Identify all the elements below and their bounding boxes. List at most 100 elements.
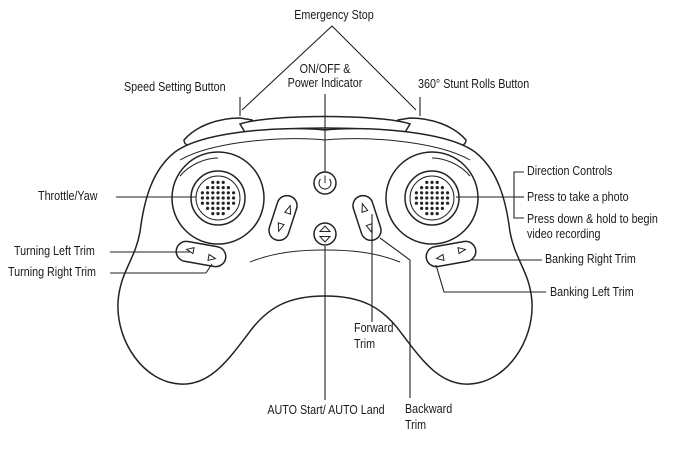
grip-dot <box>425 201 429 205</box>
grip-dot <box>221 186 225 190</box>
turning-right-trim-label: Turning Right Trim <box>8 265 97 279</box>
power-button <box>313 171 337 195</box>
grip-dot <box>435 212 439 216</box>
grip-dot <box>216 191 220 195</box>
banking-right-trim-label: Banking Right Trim <box>545 252 636 266</box>
grip-dot <box>211 186 215 190</box>
grip-dot <box>430 196 434 200</box>
grip-dot <box>435 206 439 210</box>
emergency-stop-label: Emergency Stop <box>294 8 374 22</box>
grip-dot <box>211 212 215 216</box>
grip-dot <box>435 186 439 190</box>
grip-dot <box>446 191 450 195</box>
right-stick <box>385 151 479 245</box>
grip-dot <box>226 201 230 205</box>
grip-dot <box>435 191 439 195</box>
grip-dot <box>420 186 424 190</box>
forward-trim-label-line1: Forward <box>354 321 394 335</box>
grip-dot <box>440 206 444 210</box>
forward-trim-label-line2: Trim <box>354 337 376 351</box>
grip-dot <box>206 191 210 195</box>
grip-dot <box>430 206 434 210</box>
on-off-label-line1: ON/OFF & <box>299 62 351 76</box>
grip-dot <box>216 186 220 190</box>
grip-dot <box>206 186 210 190</box>
grip-dot <box>440 191 444 195</box>
grip-dot <box>211 201 215 205</box>
grip-dot <box>435 180 439 184</box>
grip-dot <box>420 201 424 205</box>
grip-dot <box>206 196 210 200</box>
auto-start-land-label: AUTO Start/ AUTO Land <box>267 403 385 417</box>
speed-setting-label: Speed Setting Button <box>124 80 226 94</box>
backward-trim-label-line1: Backward <box>405 402 453 416</box>
grip-dot <box>221 191 225 195</box>
grip-dot <box>221 212 225 216</box>
grip-dot <box>425 191 429 195</box>
auto-start-land-button <box>313 222 337 246</box>
grip-dot <box>226 191 230 195</box>
grip-dot <box>446 201 450 205</box>
grip-dot <box>206 201 210 205</box>
grip-dot <box>420 206 424 210</box>
grip-dot <box>430 212 434 216</box>
banking-trim-rocker <box>425 240 477 268</box>
direction-controls-label: Direction Controls <box>527 164 613 178</box>
grip-dot <box>216 196 220 200</box>
grip-dot <box>216 206 220 210</box>
press-hold-label-line2: video recording <box>527 227 601 241</box>
grip-dot <box>425 180 429 184</box>
right-stick-grip-dots <box>414 180 450 216</box>
grip-dot <box>232 201 236 205</box>
grip-dot <box>414 191 418 195</box>
grip-dot <box>226 206 230 210</box>
grip-dot <box>216 212 220 216</box>
grip-dot <box>425 186 429 190</box>
turning-left-trim-label: Turning Left Trim <box>14 244 95 258</box>
grip-dot <box>430 180 434 184</box>
grip-dot <box>420 191 424 195</box>
grip-dot <box>211 206 215 210</box>
grip-dot <box>435 201 439 205</box>
grip-dot <box>200 201 204 205</box>
grip-dot <box>221 180 225 184</box>
stunt-rolls-label: 360° Stunt Rolls Button <box>418 77 530 91</box>
press-photo-label: Press to take a photo <box>527 190 629 204</box>
grip-dot <box>216 180 220 184</box>
grip-dot <box>435 196 439 200</box>
throttle-yaw-label: Throttle/Yaw <box>38 189 98 203</box>
grip-dot <box>221 201 225 205</box>
grip-dot <box>425 212 429 216</box>
grip-dot <box>420 196 424 200</box>
grip-dot <box>221 206 225 210</box>
backward-trim-label-line2: Trim <box>405 418 427 432</box>
grip-dot <box>440 186 444 190</box>
grip-dot <box>200 196 204 200</box>
grip-dot <box>430 201 434 205</box>
grip-dot <box>206 206 210 210</box>
grip-dot <box>226 196 230 200</box>
grip-dot <box>414 196 418 200</box>
grip-dot <box>200 191 204 195</box>
on-off-label-line2: Power Indicator <box>287 76 363 90</box>
grip-dot <box>430 186 434 190</box>
leader-lines <box>110 25 546 400</box>
grip-dot <box>440 201 444 205</box>
grip-dot <box>232 191 236 195</box>
left-stick-grip-dots <box>200 180 236 216</box>
left-rocker-trim <box>268 194 298 242</box>
left-stick <box>171 151 265 245</box>
grip-dot <box>414 201 418 205</box>
grip-dot <box>425 196 429 200</box>
grip-dot <box>211 191 215 195</box>
grip-dot <box>221 196 225 200</box>
banking-left-trim-label: Banking Left Trim <box>550 285 634 299</box>
grip-dot <box>440 196 444 200</box>
grip-dot <box>226 186 230 190</box>
grip-dot <box>446 196 450 200</box>
turning-trim-rocker <box>175 240 227 268</box>
grip-dot <box>425 206 429 210</box>
press-hold-label-line1: Press down & hold to begin <box>527 212 658 226</box>
grip-dot <box>211 196 215 200</box>
